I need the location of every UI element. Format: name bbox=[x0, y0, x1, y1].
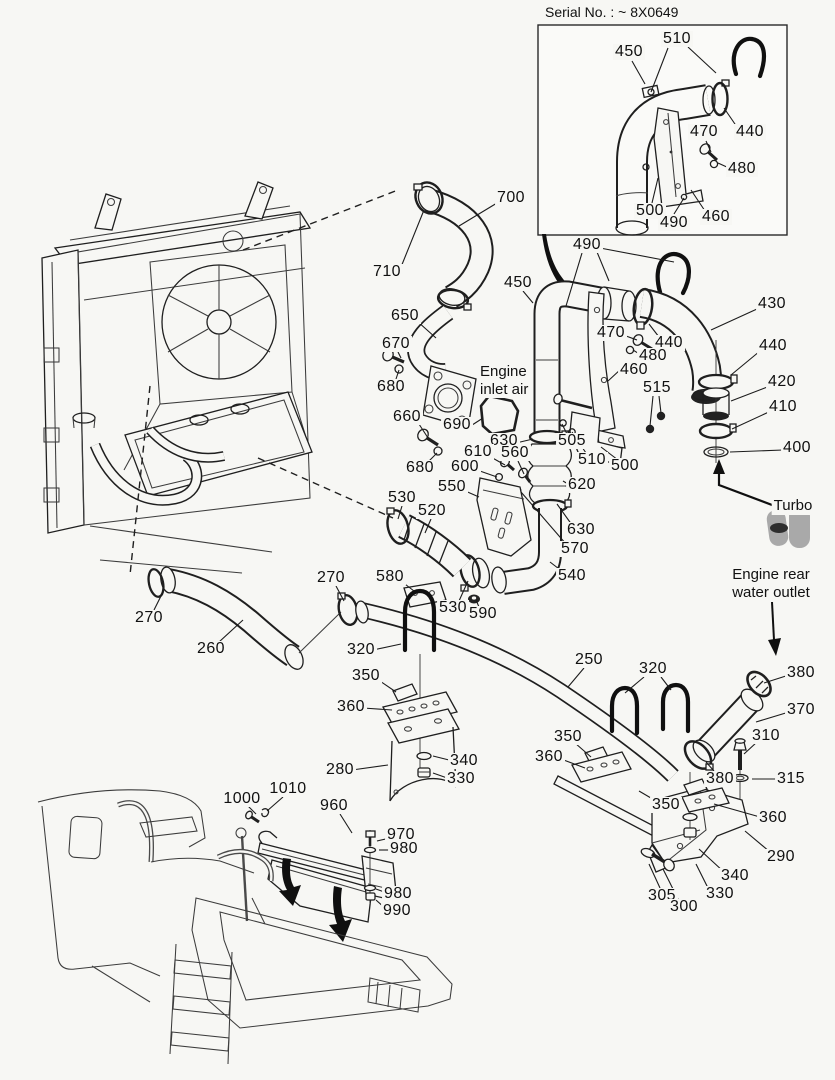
callout-380: 380 bbox=[785, 664, 817, 681]
callout-490: 490 bbox=[571, 236, 603, 253]
machine-outline bbox=[37, 789, 453, 1065]
callout-320: 320 bbox=[345, 641, 377, 658]
callout-350: 350 bbox=[650, 796, 682, 813]
callout-710: 710 bbox=[371, 263, 403, 280]
bracket-550 bbox=[476, 477, 532, 557]
bracket-460-main bbox=[587, 291, 653, 449]
callout-515: 515 bbox=[641, 379, 673, 396]
callout-560: 560 bbox=[499, 444, 531, 461]
callout-370: 370 bbox=[785, 701, 817, 718]
callout-450: 450 bbox=[613, 43, 645, 60]
radiator-assembly bbox=[41, 181, 313, 574]
callout-380: 380 bbox=[704, 770, 736, 787]
long-pipe-250 bbox=[355, 600, 679, 782]
callout-440: 440 bbox=[653, 334, 685, 351]
callout-340: 340 bbox=[719, 867, 751, 884]
callout-260: 260 bbox=[195, 640, 227, 657]
callout-650: 650 bbox=[389, 307, 421, 324]
callout-440: 440 bbox=[757, 337, 789, 354]
callout-500: 500 bbox=[634, 202, 666, 219]
mount-stack-left bbox=[382, 683, 460, 802]
callout-990: 990 bbox=[381, 902, 413, 919]
callout-980: 980 bbox=[382, 885, 414, 902]
callout-700: 700 bbox=[495, 189, 527, 206]
ribbed-hose-520 bbox=[386, 507, 472, 578]
callout-680: 680 bbox=[375, 378, 407, 395]
callout-250: 250 bbox=[573, 651, 605, 668]
engine-rear-water-outlet-arrow bbox=[768, 601, 781, 656]
callout-500: 500 bbox=[609, 457, 641, 474]
callout-300: 300 bbox=[668, 898, 700, 915]
callout-1010: 1010 bbox=[267, 780, 309, 797]
callout-620: 620 bbox=[566, 476, 598, 493]
callout-350: 350 bbox=[552, 728, 584, 745]
callout-470: 470 bbox=[688, 123, 720, 140]
callout-510: 510 bbox=[576, 451, 608, 468]
callout-970: 970 bbox=[385, 826, 417, 843]
callout-430: 430 bbox=[756, 295, 788, 312]
callout-280: 280 bbox=[324, 761, 356, 778]
callout-510: 510 bbox=[661, 30, 693, 47]
callout-460: 460 bbox=[618, 361, 650, 378]
callout-660: 660 bbox=[391, 408, 423, 425]
dashed-alignment-lines bbox=[129, 189, 399, 576]
callout-980: 980 bbox=[388, 840, 420, 857]
callout-1000: 1000 bbox=[221, 790, 263, 807]
turbo-label: Turbo bbox=[771, 497, 815, 515]
callout-630: 630 bbox=[565, 521, 597, 538]
mount-stack-right bbox=[640, 772, 730, 872]
callout-520: 520 bbox=[416, 502, 448, 519]
callout-270: 270 bbox=[315, 569, 347, 586]
bolt-310-315 bbox=[731, 738, 749, 800]
callout-670: 670 bbox=[380, 335, 412, 352]
callout-530: 530 bbox=[386, 489, 418, 506]
callout-530: 530 bbox=[437, 599, 469, 616]
callout-470: 470 bbox=[595, 324, 627, 341]
turbo bbox=[713, 459, 810, 548]
radiator-hose-260 bbox=[147, 566, 359, 670]
callout-420: 420 bbox=[766, 373, 798, 390]
callout-440: 440 bbox=[734, 123, 766, 140]
callout-540: 540 bbox=[556, 567, 588, 584]
callout-550: 550 bbox=[436, 478, 468, 495]
callout-480: 480 bbox=[637, 347, 669, 364]
air-hose-700 bbox=[413, 181, 494, 311]
callout-270: 270 bbox=[133, 609, 165, 626]
callout-960: 960 bbox=[318, 797, 350, 814]
callout-460: 460 bbox=[700, 208, 732, 225]
callout-310: 310 bbox=[750, 727, 782, 744]
callout-680: 680 bbox=[404, 459, 436, 476]
callout-610: 610 bbox=[462, 443, 494, 460]
callout-690: 690 bbox=[441, 416, 473, 433]
callout-590: 590 bbox=[467, 605, 499, 622]
turbo-connection-stack bbox=[697, 340, 738, 463]
callout-360: 360 bbox=[335, 698, 367, 715]
inset-pointer-swoosh bbox=[542, 234, 576, 292]
callout-400: 400 bbox=[781, 439, 813, 456]
callout-490: 490 bbox=[658, 214, 690, 231]
callout-350: 350 bbox=[350, 667, 382, 684]
callout-360: 360 bbox=[757, 809, 789, 826]
gasket-690 bbox=[479, 394, 520, 436]
callout-580: 580 bbox=[374, 568, 406, 585]
callout-290: 290 bbox=[765, 848, 797, 865]
serial-number: Serial No. : ~ 8X0649 bbox=[543, 4, 681, 21]
callout-570: 570 bbox=[559, 540, 591, 557]
callout-340: 340 bbox=[448, 752, 480, 769]
callout-450: 450 bbox=[502, 274, 534, 291]
callout-360: 360 bbox=[533, 748, 565, 765]
callout-505: 505 bbox=[556, 432, 588, 449]
callout-600: 600 bbox=[449, 458, 481, 475]
callout-480: 480 bbox=[726, 160, 758, 177]
callout-410: 410 bbox=[767, 398, 799, 415]
callout-330: 330 bbox=[704, 885, 736, 902]
callout-330: 330 bbox=[445, 770, 477, 787]
callout-320: 320 bbox=[637, 660, 669, 677]
callout-315: 315 bbox=[775, 770, 807, 787]
